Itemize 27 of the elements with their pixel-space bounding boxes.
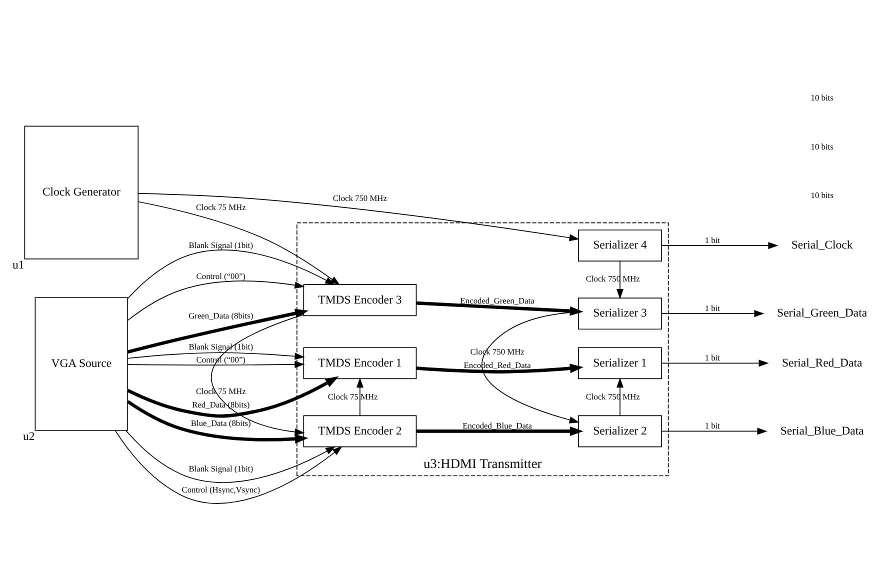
label: 10 bits: [810, 94, 834, 103]
edge-label: Control (Hsync,Vsync): [182, 486, 260, 495]
node-text: Serial_Blue_Data: [780, 424, 864, 438]
edge-label: 1 bit: [704, 236, 720, 246]
edge-label: Encoded_Blue_Data: [462, 422, 532, 431]
node-text: Serial_Green_Data: [777, 306, 868, 320]
edge-label: 1 bit: [704, 354, 720, 363]
node-text: Serial_Red_Data: [782, 356, 862, 370]
node-label: u2: [23, 430, 35, 443]
edge-label: Control (“00”): [196, 272, 246, 282]
label: 10 bits: [810, 191, 834, 200]
edge-label: Clock 75 MHz: [196, 386, 246, 396]
edge-label: Clock 75 MHz: [328, 392, 378, 402]
node-text: Serial_Clock: [791, 238, 853, 252]
edge-label: Red_Data (8bits): [192, 400, 250, 410]
edge-label: Blank Signal (1bit): [188, 464, 254, 474]
edge-label: 1 bit: [704, 304, 720, 314]
edge-label: Clock 75 MHz: [196, 203, 246, 212]
edge-label: 1 bit: [704, 422, 720, 431]
node-label: u1: [12, 258, 24, 272]
edge-label: Encoded_Green_Data: [460, 296, 534, 306]
edge-label: Blank Signal (1bit): [188, 342, 254, 352]
edge-label: Clock 750 MHz: [332, 194, 387, 203]
label: 10 bits: [810, 142, 834, 152]
edge-label: Green_Data (8bits): [188, 312, 254, 321]
edge-label: Blue_Data (8bits): [190, 419, 251, 428]
edge-label: Blank Signal (1bit): [188, 241, 254, 250]
